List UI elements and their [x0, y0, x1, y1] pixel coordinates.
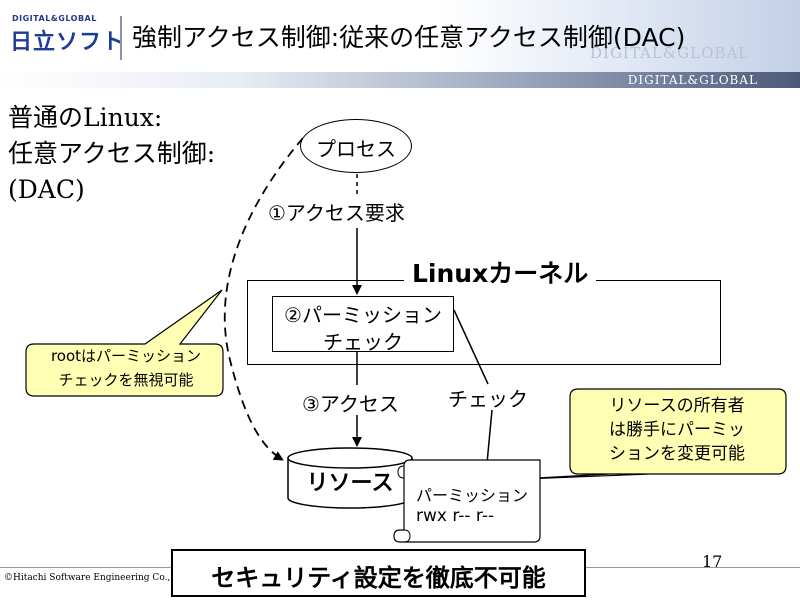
header-watermark: DIGITAL&GLOBAL	[590, 44, 750, 62]
access-label: ③アクセス	[302, 392, 399, 416]
permission-note-mode: rwx r-- r--	[416, 506, 495, 526]
slide-header: DIGITAL&GLOBAL DIGITAL&GLOBAL 日立ソフト DIGI…	[0, 0, 800, 88]
callout-owner-text: リソースの所有者 は勝手にパーミッ ションを変更可能	[572, 394, 782, 466]
kernel-label: Linuxカーネル	[404, 254, 597, 290]
header-background	[0, 0, 800, 72]
header-strip	[0, 72, 800, 88]
root-bypass-curve	[223, 137, 304, 461]
callout-owner-line: リソースの所有者	[609, 396, 745, 416]
access-request-label: ①アクセス要求	[268, 201, 405, 225]
permission-check-label: チェック	[323, 330, 403, 354]
permission-note-curl	[403, 529, 411, 543]
page-number: 17	[702, 552, 723, 571]
section-heading: 普通のLinux: 任意アクセス制御: (DAC)	[8, 100, 215, 208]
section-heading-line: 任意アクセス制御:	[8, 139, 216, 168]
process-node	[300, 119, 412, 173]
process-label: プロセス	[316, 137, 396, 161]
permission-check-box	[272, 296, 454, 352]
check-label: チェック	[448, 387, 528, 411]
title-divider	[120, 16, 122, 60]
permission-note-title: パーミッション	[416, 486, 529, 505]
conclusion-box	[171, 549, 586, 597]
callout-root-line: チェックを無視可能	[58, 371, 194, 389]
copyright-text: ©Hitachi Software Engineering Co.,	[4, 573, 171, 583]
company-logo: 日立ソフト	[10, 30, 126, 55]
permission-note-paper	[393, 459, 541, 543]
slide-title: 強制アクセス制御:従来の任意アクセス制御(DAC)	[132, 23, 686, 52]
section-heading-line: (DAC)	[8, 175, 85, 204]
permission-note-top-curl	[397, 465, 405, 479]
section-heading-line: 普通のLinux:	[8, 103, 163, 132]
callout-root-balloon	[25, 289, 224, 397]
header-strip-text: DIGITAL&GLOBAL	[627, 73, 758, 87]
resource-label: リソース	[306, 471, 394, 496]
callout-root-text: rootはパーミッション チェックを無視可能	[30, 344, 222, 392]
callout-owner-line: は勝手にパーミッ	[609, 420, 745, 440]
logo-tagline: DIGITAL&GLOBAL	[12, 14, 97, 23]
conclusion-text: セキュリティ設定を徹底不可能	[211, 564, 546, 592]
callout-owner-line: ションを変更可能	[609, 444, 745, 464]
resource-cylinder-top	[287, 447, 413, 469]
callout-root-line: rootはパーミッション	[50, 347, 202, 365]
check-line-upper	[453, 309, 489, 385]
permission-check-label: ②パーミッション	[284, 303, 442, 327]
